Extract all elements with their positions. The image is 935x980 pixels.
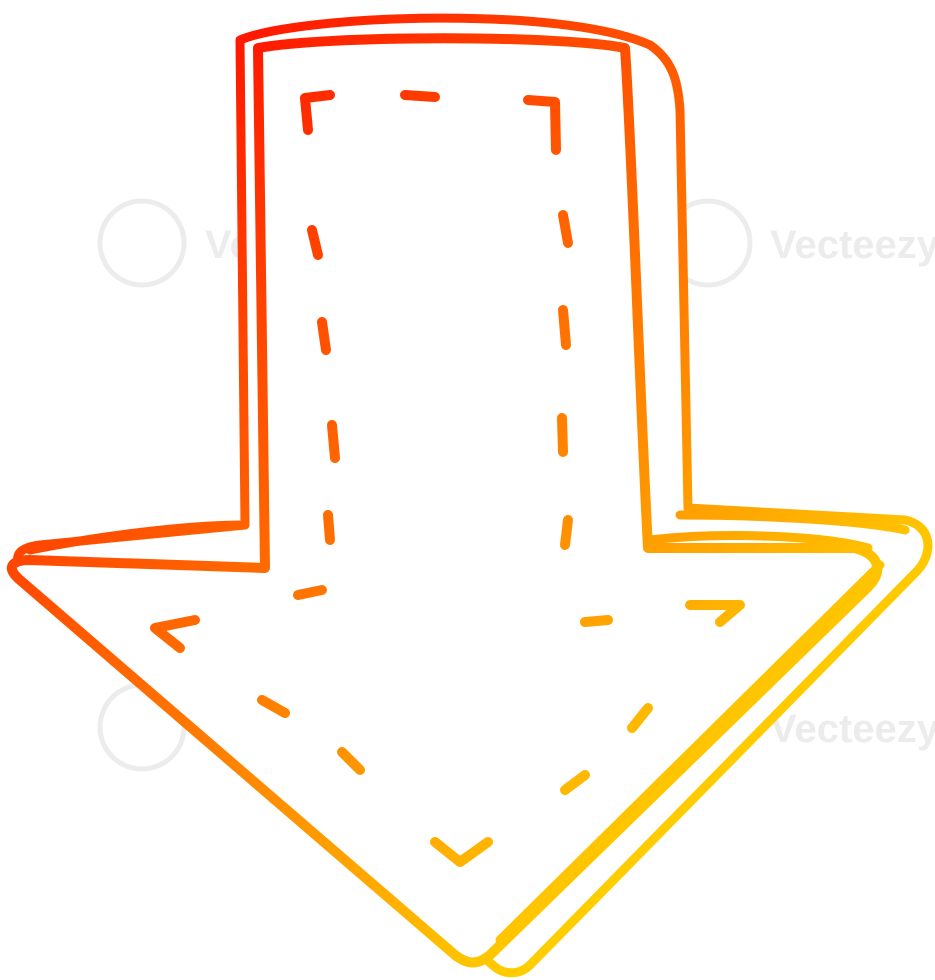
stitch-head-dash [257,695,290,718]
stitch-right-dash [557,413,568,457]
right-edge-line [495,560,885,945]
left-wing-line [25,520,250,555]
stitch-right-dash [558,210,573,248]
watermark-text: Vecteezy [770,223,935,267]
stitch-left-dash [317,317,331,355]
right-wing-inner-line [645,531,873,553]
stitch-top-right-corner [523,95,561,155]
stitch-head-dash [293,585,327,600]
stitch-head-dash [560,770,590,795]
stitch-head-dash [337,747,365,775]
stitch-head-corner-left [150,615,200,653]
right-wing-line [675,510,910,535]
stitch-bottom-v [430,837,493,867]
stitch-left-dash [323,510,335,545]
stitch-left-dash [327,420,340,463]
stitch-top-left-corner [300,90,335,135]
stitch-head-corner-right [685,600,745,627]
stitch-head-dash [580,615,613,627]
arrow-front-outline [6,33,883,968]
stitch-left-dash [307,225,323,260]
stitch-head-dash [627,703,653,733]
watermark-text: Vecteezy [770,707,935,751]
stitch-right-dash [558,305,571,350]
stitch-top-middle [400,90,440,102]
stitch-right-dash [560,515,573,550]
stitch-dashes [150,90,745,867]
